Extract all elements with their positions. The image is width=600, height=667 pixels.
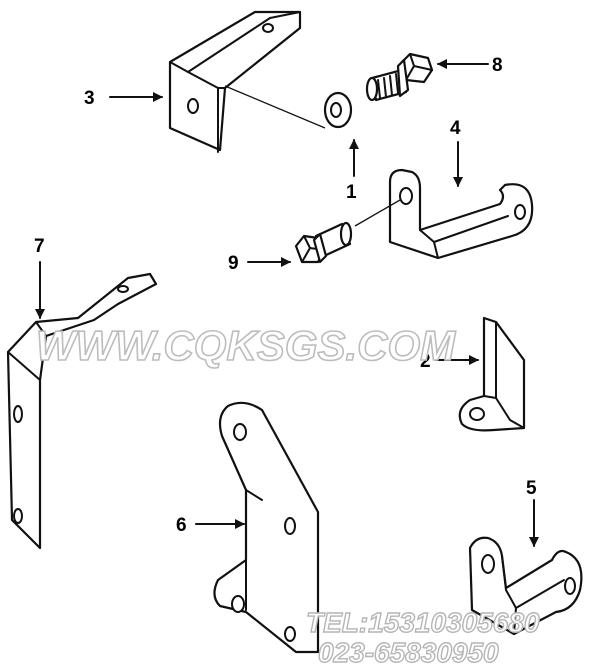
bracket-part-5 [468, 536, 583, 636]
callout-7: 7 [34, 236, 45, 257]
callout-3: 3 [84, 88, 95, 109]
callout-9: 9 [228, 253, 239, 274]
bracket-part-2 [458, 316, 526, 432]
callout-labels: 3 8 1 4 9 7 2 6 5 [34, 55, 537, 536]
bracket-part-3 [168, 10, 326, 153]
watermark-tel: TEL:15310305680 [306, 607, 540, 638]
callout-2: 2 [420, 351, 431, 372]
watermark: WWW.CQKSGS.COM TEL:15310305680 023-65830… [35, 321, 540, 667]
plate-part-6 [213, 401, 320, 654]
washer-part-1 [323, 91, 353, 129]
callout-5: 5 [526, 478, 537, 499]
bracket-part-4 [354, 168, 534, 260]
watermark-site: WWW.CQKSGS.COM [36, 322, 456, 370]
callout-arrows [35, 59, 539, 547]
callout-4: 4 [450, 118, 461, 139]
bolt-part-8 [365, 52, 434, 102]
bracket-part-7 [6, 272, 158, 550]
callout-8: 8 [492, 55, 503, 76]
bolt-part-9 [294, 221, 353, 264]
callout-6: 6 [176, 515, 187, 536]
callout-1: 1 [346, 182, 357, 203]
watermark-phone: 023-65830950 [318, 637, 499, 667]
